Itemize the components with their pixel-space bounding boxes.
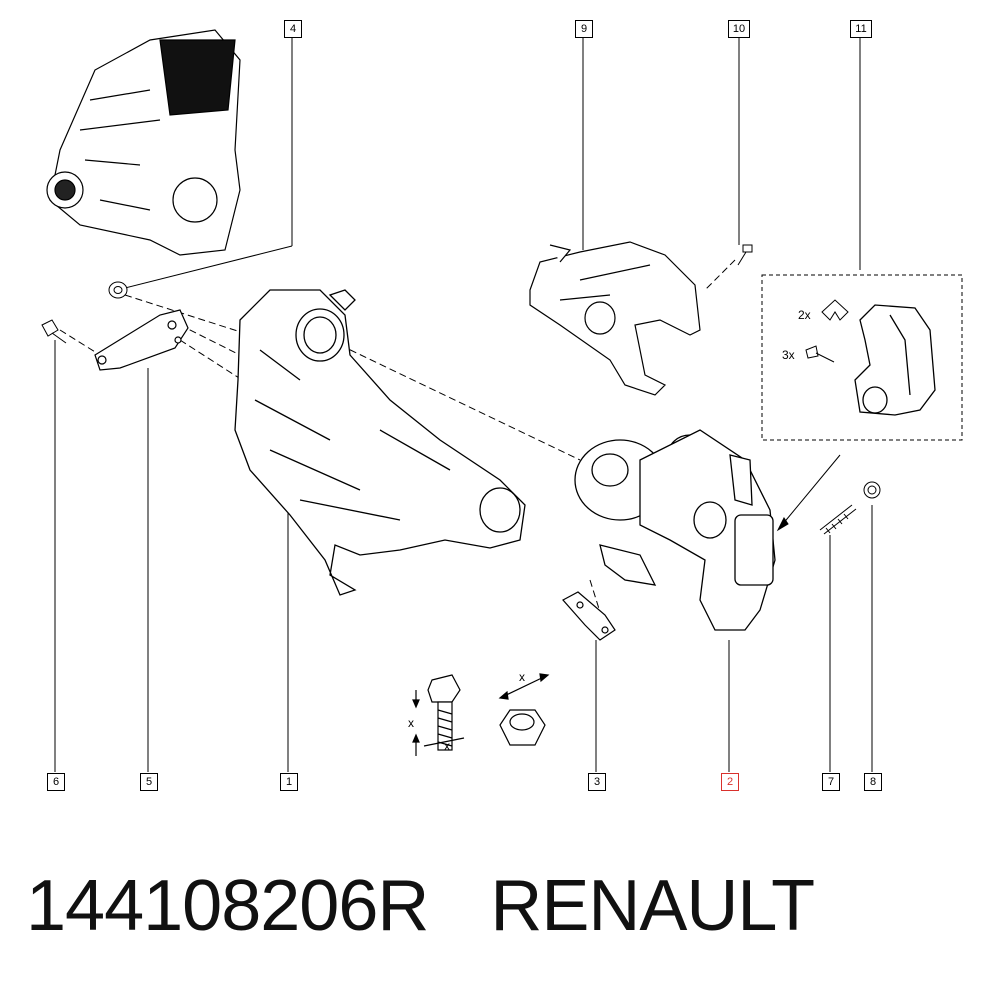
callout-2-highlighted: 2: [721, 773, 739, 791]
nut-8-illustration: [863, 481, 881, 499]
screw-illustration: [805, 345, 835, 363]
assembly-line-turbo: [339, 344, 581, 461]
brand-name: RENAULT: [490, 866, 815, 946]
callout-3: 3: [588, 773, 606, 791]
dimension-mark: x: [408, 716, 414, 730]
bolt-6-illustration: [41, 319, 67, 344]
bolt-detail-illustration: [412, 674, 465, 756]
kit-11-frame: [761, 274, 963, 441]
bracket-5-illustration: [94, 309, 189, 371]
engine-block-illustration: [46, 29, 241, 256]
callout-1: 1: [280, 773, 298, 791]
assembly-line-bolt: [59, 329, 101, 356]
clip-illustration: [821, 299, 849, 321]
nut-detail-illustration: [498, 673, 550, 746]
catalytic-converter-illustration: [234, 289, 526, 596]
callout-5: 5: [140, 773, 158, 791]
callout-8: 8: [864, 773, 882, 791]
heat-shield-illustration: [529, 241, 701, 396]
callout-11: 11: [850, 20, 872, 38]
gasket-3-illustration: [562, 591, 616, 641]
qty-screw-label: 3x: [782, 348, 795, 362]
assembly-line-gasket: [589, 579, 601, 613]
callout-9: 9: [575, 20, 593, 38]
leader-4b: [124, 245, 293, 289]
part-caption: 144108206R RENAULT: [26, 856, 815, 956]
callout-7: 7: [822, 773, 840, 791]
nut-4-illustration: [108, 281, 128, 299]
actuator-illustration: [854, 304, 936, 416]
qty-clip-label: 2x: [798, 308, 811, 322]
stud-7-illustration: [819, 504, 857, 535]
assembly-line-screw: [704, 259, 736, 291]
callout-4: 4: [284, 20, 302, 38]
turbocharger-illustration: [574, 429, 776, 631]
arrow-kit-11: [781, 454, 841, 526]
exploded-parts-diagram: [41, 29, 963, 772]
screw-10-illustration: [737, 244, 753, 266]
dimension-mark: x: [444, 739, 450, 753]
callout-10: 10: [728, 20, 750, 38]
part-number: 144108206R: [26, 866, 429, 946]
dimension-mark: x: [519, 670, 525, 684]
arrow-head-kit-11: [776, 517, 789, 532]
callout-6: 6: [47, 773, 65, 791]
